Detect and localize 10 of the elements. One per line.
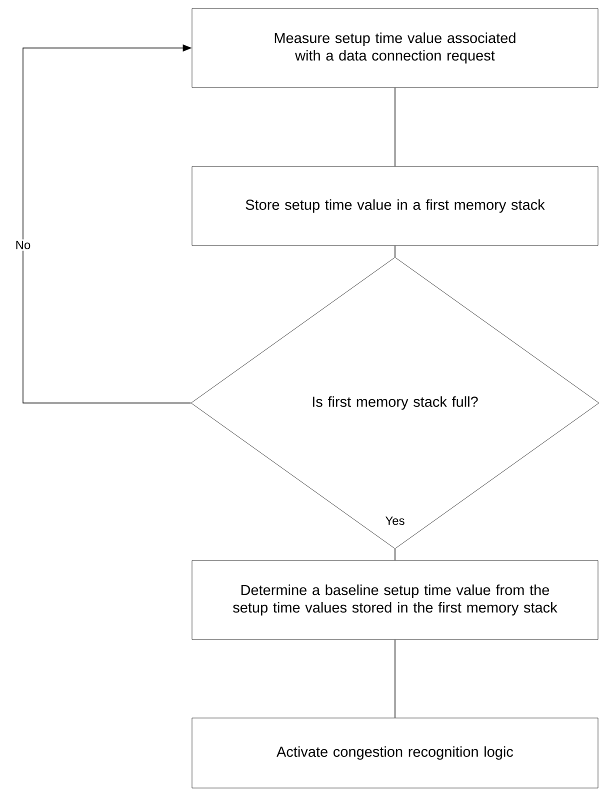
process-box: Determine a baseline setup time value from the setup time values stored in the first memory stack (192, 560, 598, 640)
connector-line (394, 639, 396, 718)
connector-line (394, 87, 396, 167)
process-box: Activate congestion recognition logic (192, 718, 598, 788)
process-box: Store setup time value in a first memory stack (192, 166, 598, 246)
edge-label: No (14, 239, 32, 251)
connector-line (394, 245, 396, 258)
edge-label: Yes (384, 515, 406, 526)
process-box: Measure setup time value associated with a data connection request (192, 8, 598, 88)
connector-line (394, 548, 396, 561)
